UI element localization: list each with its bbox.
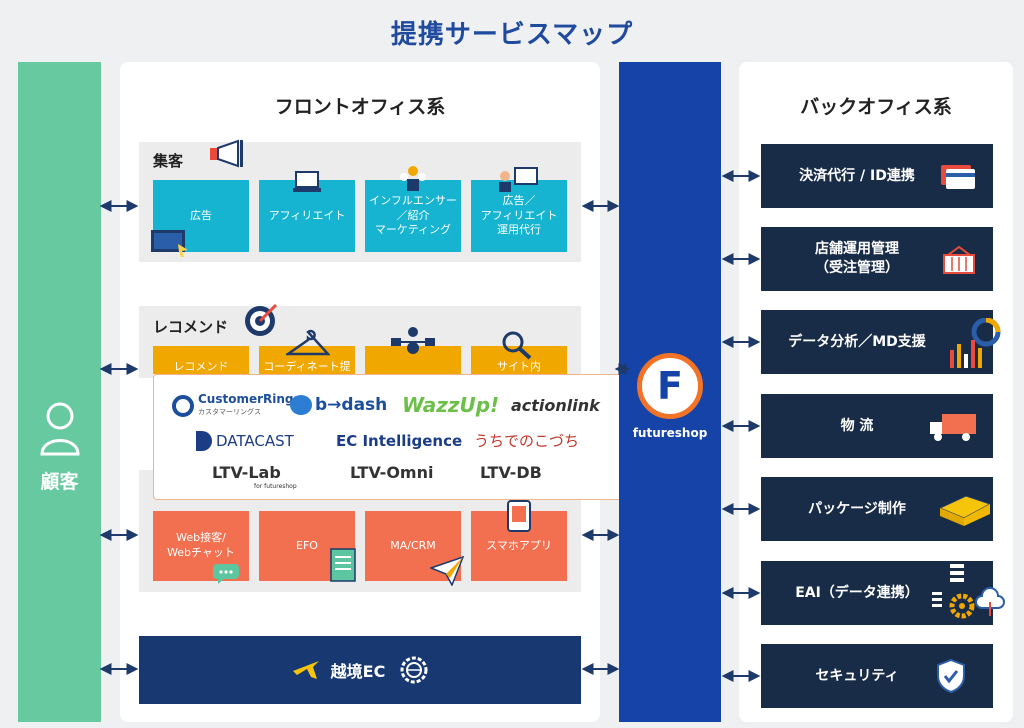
megaphone-icon bbox=[210, 139, 243, 168]
futureshop-label: futureshop bbox=[632, 426, 708, 440]
logo-ltv-lab-sub: for futureshop bbox=[254, 483, 297, 490]
logo-bdash: b→dash bbox=[315, 395, 388, 415]
ad-display-icon bbox=[499, 167, 538, 192]
back-item-data-analysis: データ分析／MD支援 bbox=[761, 310, 993, 374]
cross-border-ec-label: 越境EC bbox=[330, 662, 386, 681]
customer-rings-logo-icon bbox=[172, 395, 194, 417]
box-influencer: インフルエンサー ／紹介 マーケティング bbox=[365, 180, 461, 252]
section-acquisition-label: 集客 bbox=[153, 152, 184, 170]
person-icon bbox=[40, 402, 80, 456]
logo-customer-rings-sub: カスタマーリングス bbox=[198, 408, 261, 416]
people-group-icon bbox=[400, 166, 426, 191]
laptop-icon bbox=[293, 171, 321, 192]
data-sync-gear-icon bbox=[932, 564, 1005, 619]
credit-card-icon bbox=[941, 165, 975, 189]
datacast-logo-icon bbox=[196, 431, 212, 451]
back-office-title: バックオフィス系 bbox=[800, 96, 952, 118]
customer-column: 顧客 bbox=[18, 62, 101, 722]
logo-ltv-db: LTV-DB bbox=[480, 463, 542, 482]
delivery-truck-icon bbox=[930, 414, 976, 441]
front-office-title: フロントオフィス系 bbox=[274, 96, 446, 118]
logo-uchideno-kozuchi: うちでのこづち bbox=[474, 432, 580, 450]
package-box-icon bbox=[938, 495, 992, 526]
back-item-payment: 決済代行 / ID連携 bbox=[761, 144, 993, 208]
shopping-basket-icon bbox=[943, 245, 975, 274]
logo-ltv-omni: LTV-Omni bbox=[350, 463, 434, 482]
customer-label: 顧客 bbox=[40, 471, 79, 493]
paper-plane-icon bbox=[430, 556, 464, 586]
logo-ltv-lab: LTV-Lab bbox=[212, 463, 281, 482]
logo-actionlink: actionlink bbox=[511, 396, 600, 415]
airplane-icon bbox=[292, 661, 319, 679]
chat-bubble-icon bbox=[213, 564, 239, 584]
back-item-security: セキュリティ bbox=[761, 644, 993, 708]
form-icon bbox=[330, 548, 356, 582]
logo-customer-rings: CustomerRings bbox=[198, 392, 301, 406]
hanger-icon bbox=[286, 329, 330, 356]
cross-border-ec-bar: 越境EC bbox=[139, 636, 581, 704]
logo-wazzup: WazzUp! bbox=[402, 393, 500, 417]
ad-screen-icon bbox=[151, 230, 188, 257]
section-recommend-label: レコメンド bbox=[153, 318, 229, 336]
security-shield-icon bbox=[937, 658, 965, 694]
analytics-chart-icon bbox=[950, 318, 1001, 368]
logo-ec-intelligence: EC Intelligence bbox=[336, 432, 463, 450]
futureshop-logo: F bbox=[637, 353, 703, 419]
globe-gear-icon bbox=[400, 656, 428, 684]
page-title: 提携サービスマップ bbox=[390, 20, 634, 50]
partner-logos-panel: CustomerRings カスタマーリングス b→dash WazzUp! a… bbox=[153, 374, 625, 500]
logo-datacast: DATACAST bbox=[216, 432, 294, 450]
bdash-logo-icon bbox=[290, 395, 312, 415]
smartphone-icon bbox=[507, 500, 531, 532]
network-icon bbox=[391, 327, 435, 354]
magnifier-icon bbox=[502, 331, 532, 360]
box-site-search: サイト内 bbox=[471, 346, 567, 374]
box-ad-operation: 広告／ アフィリエイト 運用代行 bbox=[471, 180, 567, 252]
box-recommend: レコメンド bbox=[153, 346, 249, 374]
target-icon bbox=[245, 303, 278, 336]
